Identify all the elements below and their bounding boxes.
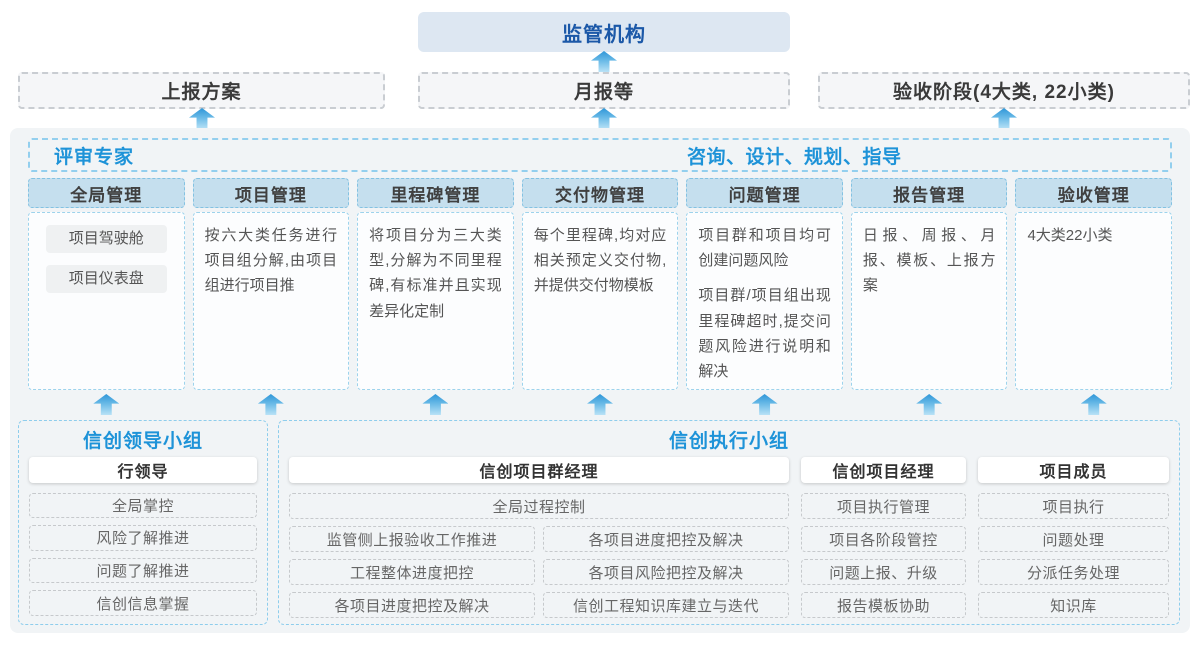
member-item: 项目执行 — [978, 493, 1169, 519]
up-arrow-icon — [257, 394, 284, 415]
column-header: 项目管理 — [192, 178, 350, 208]
up-arrow-icon — [591, 108, 617, 129]
experts-band: 评审专家 咨询、设计、规划、指导 — [28, 138, 1172, 172]
column-header: 问题管理 — [686, 178, 843, 208]
role-program-manager: 信创项目群经理 — [289, 457, 789, 483]
column-deliverable-mgmt: 交付物管理 每个里程碑,均对应相关预定义交付物,并提供交付物模板 — [521, 178, 679, 390]
column-milestone-mgmt: 里程碑管理 将项目分为三大类型,分解为不同里程碑,有标准并且实现差异化定制 — [357, 178, 514, 390]
column-project-mgmt: 项目管理 按六大类任务进行项目组分解,由项目组进行项目推 — [192, 178, 350, 390]
up-arrow-icon — [422, 394, 449, 415]
program-manager-column: 信创项目群经理 全局过程控制 监管侧上报验收工作推进 各项目进度把控及解决 工程… — [289, 457, 789, 618]
flow-box-report-plan: 上报方案 — [18, 72, 385, 109]
column-arrows-row — [28, 394, 1172, 416]
up-arrow-icon — [751, 394, 778, 415]
leadership-item: 全局掌控 — [29, 492, 257, 519]
regulator-box: 监管机构 — [418, 12, 790, 52]
project-manager-item: 项目各阶段管控 — [801, 526, 966, 552]
role-project-manager: 信创项目经理 — [801, 457, 966, 483]
member-item: 分派任务处理 — [978, 559, 1169, 585]
column-global-mgmt: 全局管理 项目驾驶舱 项目仪表盘 — [28, 178, 185, 390]
issue-paragraph: 项目群和项目均可创建问题风险 — [698, 227, 831, 270]
column-issue-mgmt: 问题管理 项目群和项目均可创建问题风险 项目群/项目组出现里程碑超时,提交问题风… — [686, 178, 843, 390]
up-arrow-icon — [1080, 394, 1107, 415]
program-manager-item: 监管侧上报验收工作推进 — [289, 526, 535, 552]
up-arrow-icon — [991, 108, 1017, 129]
leadership-group: 信创领导小组 行领导 全局掌控 风险了解推进 问题了解推进 信创信息掌握 — [18, 420, 268, 625]
project-manager-item: 问题上报、升级 — [801, 559, 966, 585]
role-bank-leaders: 行领导 — [29, 457, 257, 483]
program-manager-item: 各项目进度把控及解决 — [289, 592, 535, 618]
execution-columns: 信创项目群经理 全局过程控制 监管侧上报验收工作推进 各项目进度把控及解决 工程… — [289, 457, 1169, 618]
column-body: 按六大类任务进行项目组分解,由项目组进行项目推 — [192, 212, 350, 390]
project-members-column: 项目成员 项目执行 问题处理 分派任务处理 知识库 — [978, 457, 1169, 618]
column-body: 每个里程碑,均对应相关预定义交付物,并提供交付物模板 — [521, 212, 679, 390]
column-header: 报告管理 — [850, 178, 1008, 208]
management-columns: 全局管理 项目驾驶舱 项目仪表盘 项目管理 按六大类任务进行项目组分解,由项目组… — [28, 178, 1173, 390]
column-header: 验收管理 — [1015, 178, 1173, 208]
column-report-mgmt: 报告管理 日报、周报、月报、模板、上报方案 — [850, 178, 1008, 390]
column-body: 项目驾驶舱 项目仪表盘 — [28, 212, 185, 390]
member-item: 问题处理 — [978, 526, 1169, 552]
column-body: 4大类22小类 — [1015, 212, 1173, 390]
member-item: 知识库 — [978, 592, 1169, 618]
up-arrow-icon — [189, 108, 215, 129]
program-manager-item: 信创工程知识库建立与迭代 — [543, 592, 789, 618]
execution-group-title: 信创执行小组 — [668, 431, 789, 452]
platform-container: 评审专家 咨询、设计、规划、指导 全局管理 项目驾驶舱 项目仪表盘 项目管理 按… — [10, 128, 1190, 633]
program-manager-item: 各项目进度把控及解决 — [543, 526, 789, 552]
program-manager-item: 工程整体进度把控 — [289, 559, 535, 585]
program-manager-item: 全局过程控制 — [289, 493, 789, 519]
column-header: 交付物管理 — [521, 178, 679, 208]
column-header: 全局管理 — [28, 178, 185, 208]
project-manager-item: 项目执行管理 — [801, 493, 966, 519]
role-project-members: 项目成员 — [978, 457, 1169, 483]
pill-project-dashboard: 项目仪表盘 — [46, 265, 167, 293]
issue-paragraph: 项目群/项目组出现里程碑超时,提交问题风险进行说明和解决 — [698, 287, 831, 380]
column-body: 项目群和项目均可创建问题风险 项目群/项目组出现里程碑超时,提交问题风险进行说明… — [686, 212, 843, 390]
leadership-item: 风险了解推进 — [29, 525, 257, 551]
execution-group: 信创执行小组 信创项目群经理 全局过程控制 监管侧上报验收工作推进 各项目进度把… — [278, 420, 1180, 625]
pill-project-cockpit: 项目驾驶舱 — [46, 225, 167, 253]
leadership-item: 问题了解推进 — [29, 557, 257, 584]
column-body: 日报、周报、月报、模板、上报方案 — [850, 212, 1008, 390]
program-manager-grid: 监管侧上报验收工作推进 各项目进度把控及解决 工程整体进度把控 各项目风险把控及… — [289, 526, 789, 618]
leadership-item: 信创信息掌握 — [29, 590, 257, 617]
consulting-label: 咨询、设计、规划、指导 — [687, 146, 902, 168]
project-manager-column: 信创项目经理 项目执行管理 项目各阶段管控 问题上报、升级 报告模板协助 — [801, 457, 966, 618]
bottom-groups: 信创领导小组 行领导 全局掌控 风险了解推进 问题了解推进 信创信息掌握 信创执… — [18, 420, 1180, 625]
up-arrow-icon — [591, 51, 617, 72]
flow-box-monthly: 月报等 — [418, 72, 790, 109]
project-manager-item: 报告模板协助 — [801, 592, 966, 618]
flow-box-acceptance: 验收阶段(4大类, 22小类) — [818, 72, 1190, 109]
review-experts-label: 评审专家 — [54, 146, 135, 168]
leadership-group-title: 信创领导小组 — [82, 431, 203, 452]
column-acceptance-mgmt: 验收管理 4大类22小类 — [1015, 178, 1173, 390]
program-manager-item: 各项目风险把控及解决 — [543, 559, 789, 585]
column-header: 里程碑管理 — [357, 178, 514, 208]
up-arrow-icon — [587, 394, 614, 415]
column-body: 将项目分为三大类型,分解为不同里程碑,有标准并且实现差异化定制 — [357, 212, 514, 390]
up-arrow-icon — [916, 394, 943, 415]
up-arrow-icon — [93, 394, 120, 415]
